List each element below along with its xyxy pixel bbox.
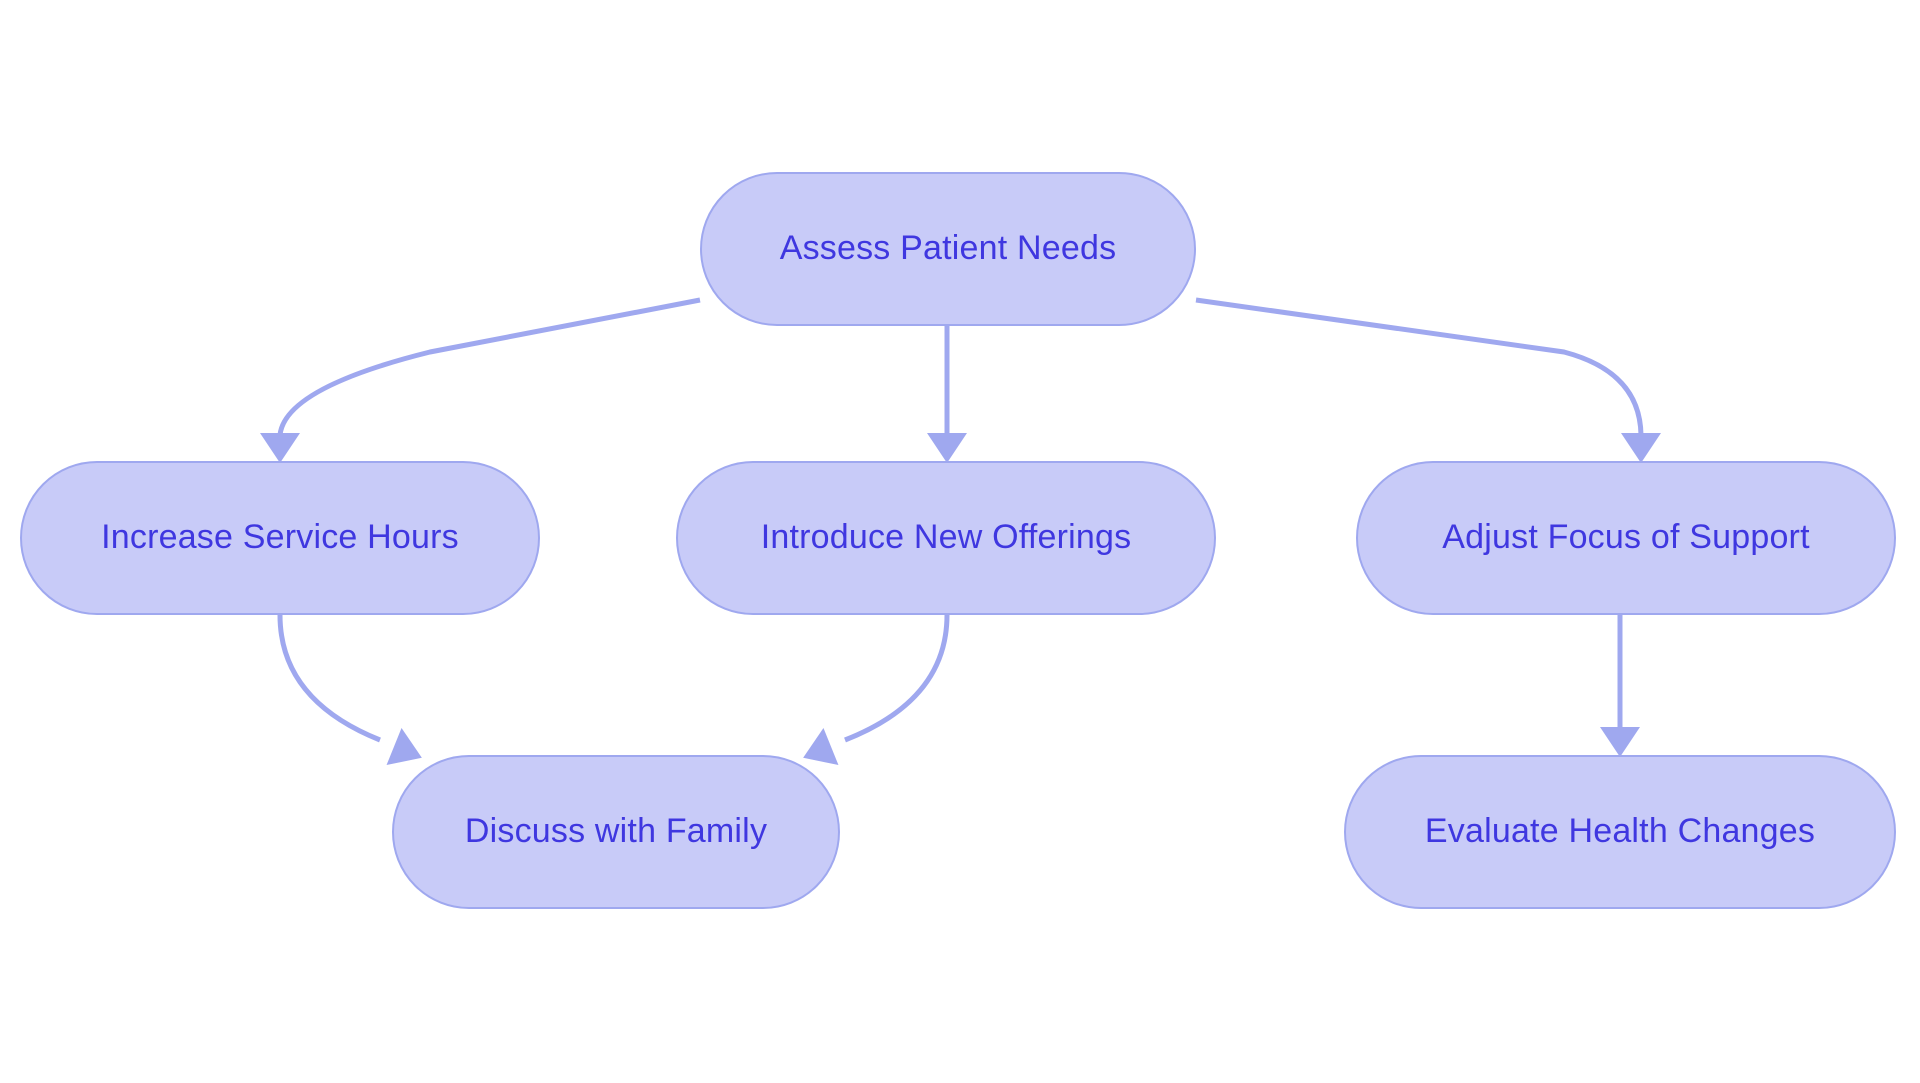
- node-label: Adjust Focus of Support: [1442, 518, 1810, 557]
- edge-line: [844, 614, 950, 743]
- edge-arrowhead: [1621, 433, 1661, 463]
- node-label: Discuss with Family: [464, 812, 768, 851]
- node-label: Introduce New Offerings: [760, 518, 1132, 557]
- node-label: Increase Service Hours: [101, 518, 459, 557]
- edge-line: [277, 297, 701, 436]
- node-increase-service-hours[interactable]: Increase Service Hours: [20, 461, 540, 615]
- node-label: Evaluate Health Changes: [1424, 812, 1816, 851]
- edge-arrowhead: [260, 433, 300, 463]
- edge-arrowhead: [927, 433, 967, 463]
- node-assess-patient-needs[interactable]: Assess Patient Needs: [700, 172, 1196, 326]
- edge-line: [1195, 297, 1644, 436]
- node-introduce-new-offerings[interactable]: Introduce New Offerings: [676, 461, 1216, 615]
- node-evaluate-health-changes[interactable]: Evaluate Health Changes: [1344, 755, 1896, 909]
- edge-arrowhead: [1600, 727, 1640, 757]
- edge-line: [277, 614, 381, 743]
- node-discuss-with-family[interactable]: Discuss with Family: [392, 755, 840, 909]
- node-label: Assess Patient Needs: [779, 229, 1117, 268]
- node-adjust-focus-of-support[interactable]: Adjust Focus of Support: [1356, 461, 1896, 615]
